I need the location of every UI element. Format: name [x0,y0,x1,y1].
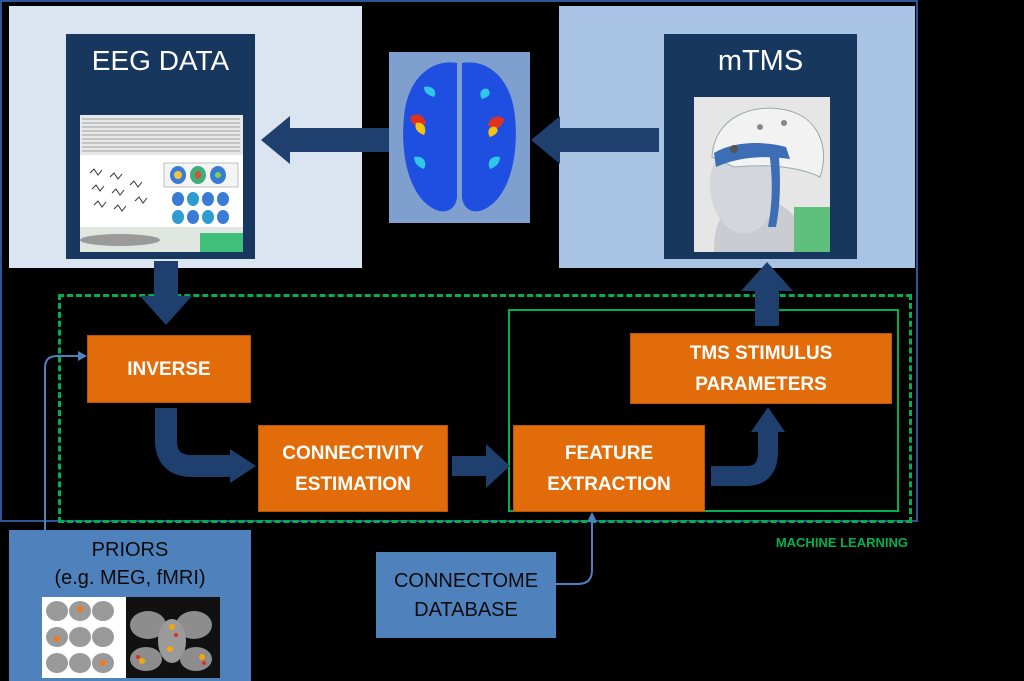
arrow-mtms-to-brain [531,116,659,164]
priors-label-line1: PRIORS [9,535,251,565]
tms-params-label-line2: PARAMETERS [695,373,827,395]
arrow-feature-to-params [711,430,778,486]
connectivity-estimation-box: CONNECTIVITY ESTIMATION [258,425,448,512]
tms-stimulus-parameters-box: TMS STIMULUS PARAMETERS [630,333,892,404]
eeg-data-image [80,115,243,252]
connector-priors-to-inverse [44,355,80,530]
priors-brain-images [42,597,220,678]
tms-params-label-line1: TMS STIMULUS [689,342,833,364]
machine-learning-label: MACHINE LEARNING [775,534,908,550]
arrow-connectivity-to-feature [452,444,510,488]
eeg-title: EEG DATA [91,45,230,76]
inverse-box: INVERSE [87,335,251,403]
arrow-brain-to-eeg [261,116,389,164]
connectome-label-line1: CONNECTOME [376,566,556,596]
mtms-head-image [694,97,830,252]
brain-activation-image [394,57,525,217]
arrow-params-to-mtms [741,262,793,326]
connectivity-label-line2: ESTIMATION [295,473,411,495]
connector-connectome-to-feature [556,520,593,585]
connectome-label-line2: DATABASE [376,595,556,625]
feature-label-line1: FEATURE [564,442,654,464]
mtms-title: mTMS [717,44,804,77]
connectivity-label-line1: CONNECTIVITY [282,442,424,464]
feature-extraction-box: FEATURE EXTRACTION [513,425,705,512]
priors-label-line2: (e.g. MEG, fMRI) [9,563,251,593]
machine-learning-region [58,294,912,523]
inverse-label: INVERSE [127,358,211,380]
arrow-eeg-to-inverse [140,261,192,325]
arrow-inverse-to-connectivity [155,408,232,477]
feature-label-line2: EXTRACTION [547,473,671,495]
